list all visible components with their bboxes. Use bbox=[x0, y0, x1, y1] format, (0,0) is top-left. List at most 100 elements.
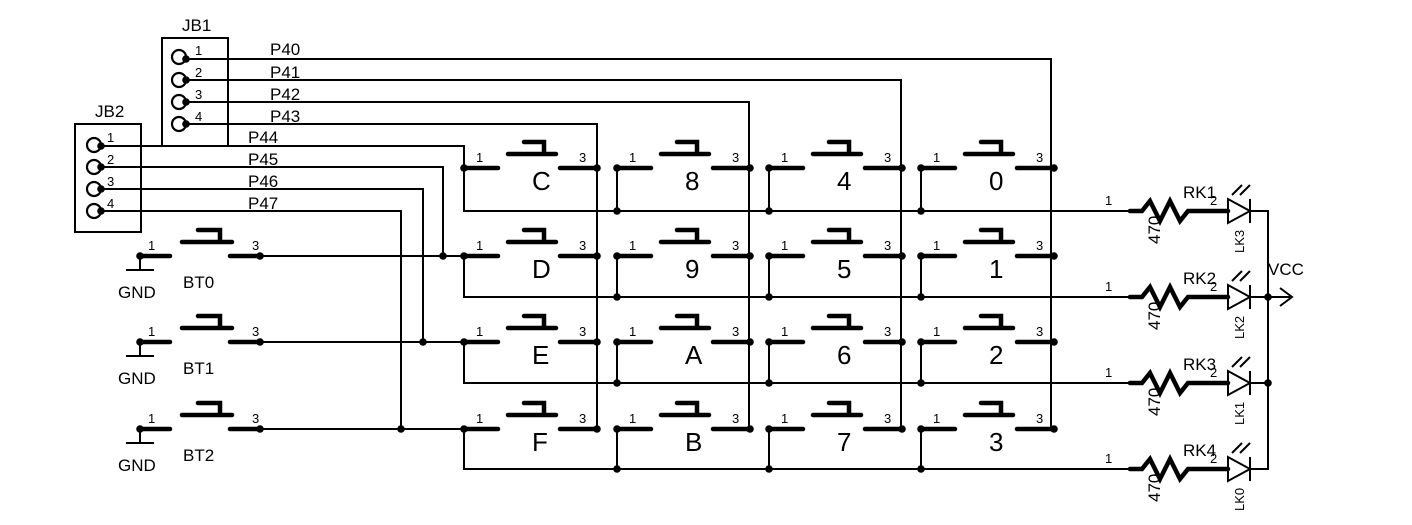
junction-dot bbox=[765, 338, 773, 346]
side-button-bt1: 1 3 BT1 GND bbox=[118, 313, 263, 388]
junction-dot bbox=[917, 338, 925, 346]
wire-p44 bbox=[101, 145, 465, 168]
side-button-bt0: 1 3 BT0 GND bbox=[118, 227, 263, 302]
switch-pin1-num: 1 bbox=[781, 411, 788, 426]
junction-dot bbox=[898, 252, 906, 260]
jb2-pin4-num: 4 bbox=[107, 196, 114, 211]
resistor-pin2-num: 2 bbox=[1210, 365, 1217, 380]
switch-pin3-num: 3 bbox=[1036, 238, 1043, 253]
led-emission-arrows-icon bbox=[1231, 184, 1251, 196]
resistor-pin2-num: 2 bbox=[1210, 451, 1217, 466]
key-label: 9 bbox=[685, 254, 699, 284]
junction-dot bbox=[613, 379, 621, 387]
junction-dot bbox=[182, 76, 190, 84]
net-label-p42: P42 bbox=[270, 85, 300, 104]
junction-dot bbox=[97, 207, 105, 215]
junction-dot bbox=[613, 338, 621, 346]
switch-pin3-num: 3 bbox=[579, 324, 586, 339]
junction-dot bbox=[593, 164, 601, 172]
jb2-label: JB2 bbox=[95, 102, 124, 121]
wire-led-row-0 bbox=[463, 168, 1130, 212]
led-diode-icon bbox=[1227, 369, 1253, 397]
key-label: 7 bbox=[837, 427, 851, 457]
resistor-pin2-num: 2 bbox=[1210, 279, 1217, 294]
wire-drops-row-2 bbox=[616, 342, 922, 383]
net-labels: P40 P41 P42 P43 P44 P45 P46 P47 bbox=[248, 40, 300, 213]
led-emission-arrows-icon bbox=[1231, 356, 1251, 368]
switch-actuator bbox=[658, 227, 712, 245]
junction-dot bbox=[765, 425, 773, 433]
resistor-symbol bbox=[1127, 453, 1231, 485]
jb2-pin1-num: 1 bbox=[107, 130, 114, 145]
wire-p45 bbox=[101, 166, 444, 256]
bt2-gnd-label: GND bbox=[118, 456, 156, 475]
switch-actuator bbox=[962, 139, 1016, 157]
junction-dot bbox=[1050, 164, 1058, 172]
junction-dot bbox=[613, 293, 621, 301]
junction-dot bbox=[182, 98, 190, 106]
junction-dot bbox=[593, 425, 601, 433]
led-emission-arrows-icon bbox=[1231, 442, 1251, 454]
key-label: 6 bbox=[837, 340, 851, 370]
vcc-label: VCC bbox=[1268, 260, 1304, 279]
switch-pin3-num: 3 bbox=[884, 150, 891, 165]
junction-dot bbox=[1050, 338, 1058, 346]
junction-dot bbox=[613, 207, 621, 215]
switch-pin1-num: 1 bbox=[933, 238, 940, 253]
resistor-pin1-num: 1 bbox=[1105, 279, 1112, 294]
resistor-ref: RK4 bbox=[1183, 441, 1216, 460]
jb2-pin3-num: 3 bbox=[107, 174, 114, 189]
switch-actuator bbox=[658, 313, 712, 331]
switch-pin3-num: 3 bbox=[579, 150, 586, 165]
led-ref: LK2 bbox=[1232, 316, 1247, 339]
junction-dot bbox=[898, 425, 906, 433]
junction-dot bbox=[765, 164, 773, 172]
key-label: 8 bbox=[685, 166, 699, 196]
switch-pin1-num: 1 bbox=[781, 324, 788, 339]
junction-dot bbox=[765, 293, 773, 301]
resistor-pin2-num: 2 bbox=[1210, 193, 1217, 208]
junction-dot bbox=[898, 338, 906, 346]
bt1-gnd-label: GND bbox=[118, 369, 156, 388]
junction-dot bbox=[917, 425, 925, 433]
key-label: F bbox=[532, 427, 548, 457]
wires bbox=[101, 58, 1294, 470]
bt1-label: BT1 bbox=[183, 359, 214, 378]
net-label-p46: P46 bbox=[248, 172, 278, 191]
junction-dot bbox=[136, 252, 144, 260]
switch-actuator bbox=[505, 227, 559, 245]
resistor-value: 470 bbox=[1145, 302, 1164, 330]
junction-dot bbox=[1264, 293, 1272, 301]
jb2-pin2-num: 2 bbox=[107, 152, 114, 167]
junction-dot bbox=[97, 163, 105, 171]
jb1-pin2-num: 2 bbox=[195, 65, 202, 80]
wire-led-row-3 bbox=[463, 429, 1130, 470]
switch-actuator bbox=[962, 227, 1016, 245]
key-label: 4 bbox=[837, 166, 851, 196]
resistor-value: 470 bbox=[1145, 474, 1164, 502]
junction-dot bbox=[256, 425, 264, 433]
resistor-pin1-num: 1 bbox=[1105, 193, 1112, 208]
bt1-pin1: 1 bbox=[148, 324, 155, 339]
resistor-value: 470 bbox=[1145, 216, 1164, 244]
junction-dot bbox=[765, 379, 773, 387]
resistor-value: 470 bbox=[1145, 388, 1164, 416]
junction-dot bbox=[917, 164, 925, 172]
led-diode-icon bbox=[1227, 455, 1253, 483]
junction-dot bbox=[593, 252, 601, 260]
key-label: C bbox=[532, 166, 551, 196]
